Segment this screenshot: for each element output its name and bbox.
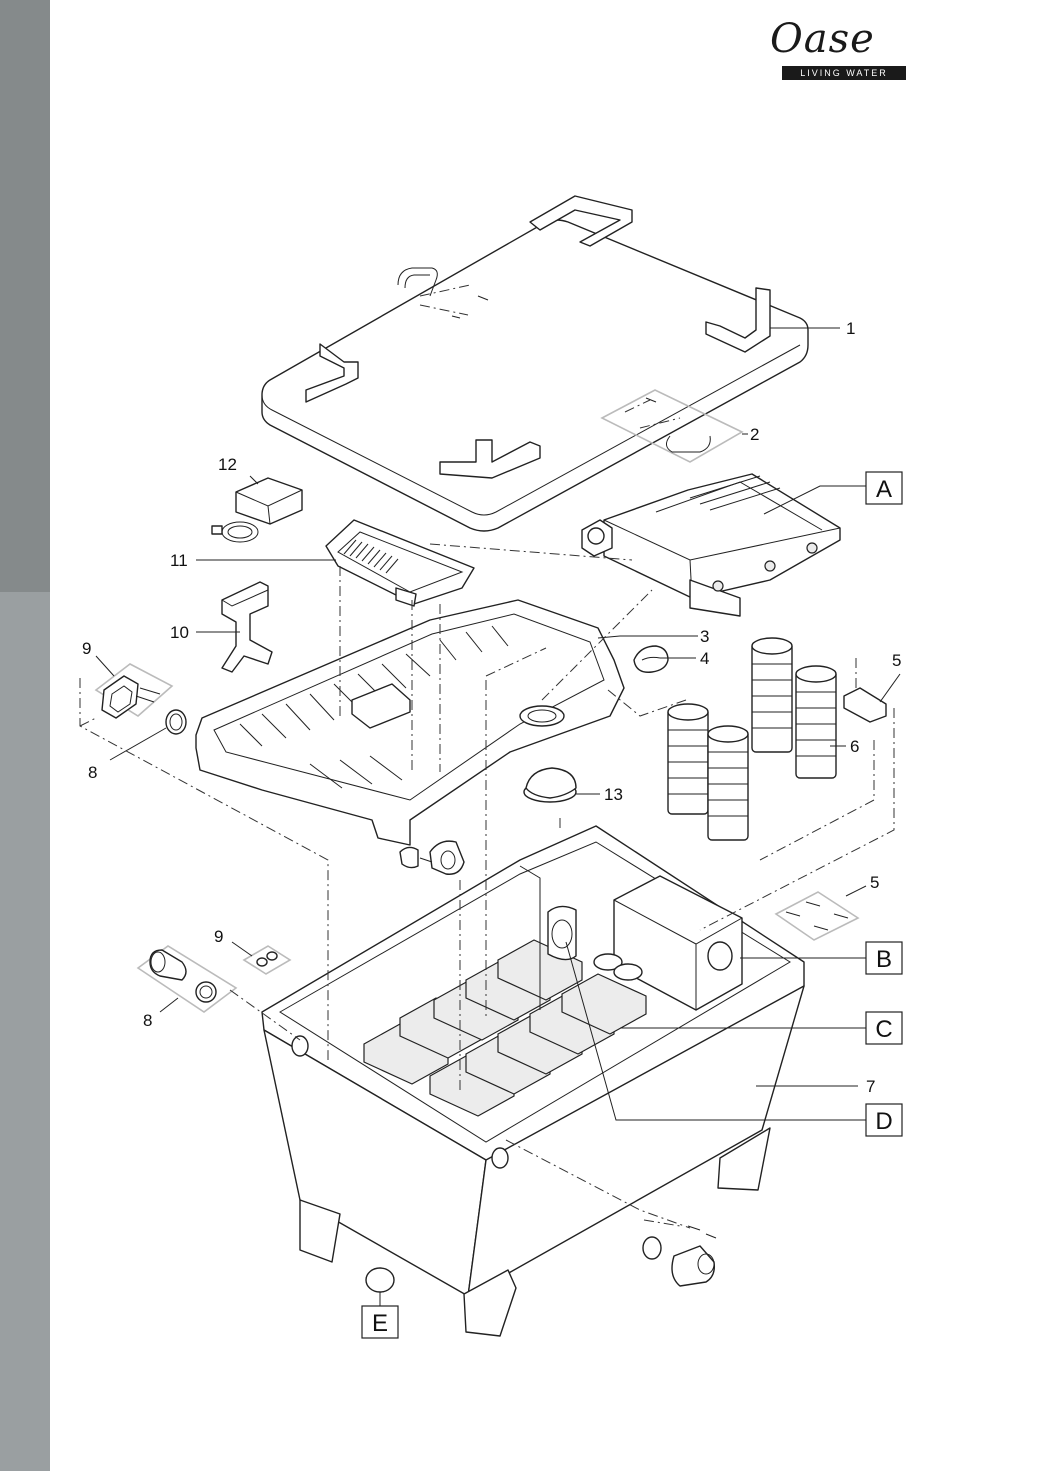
label-b: B — [876, 946, 892, 973]
label-box-e — [361, 1305, 399, 1339]
part-number-10: 10 — [170, 623, 189, 642]
part-number-5-upper: 5 — [892, 651, 901, 670]
mount-group-upper — [94, 655, 174, 719]
unit-a-part — [581, 473, 866, 617]
label-box-a — [865, 471, 903, 505]
label-box-c — [865, 1011, 903, 1045]
part-number-1: 1 — [846, 319, 855, 338]
part-number-3: 3 — [700, 627, 709, 646]
part-number-12: 12 — [218, 455, 237, 474]
filter-cartridges-part — [667, 637, 846, 841]
mount-group-lower — [231, 941, 292, 975]
label-a: A — [876, 476, 892, 503]
part-number-8-lower: 8 — [143, 1011, 152, 1030]
lid-part — [261, 195, 840, 532]
part-number-5-lower: 5 — [870, 873, 879, 892]
clip-part-upper — [843, 673, 901, 723]
unit-a-grating — [689, 475, 781, 511]
part-number-4: 4 — [700, 649, 709, 668]
assembly-lines — [79, 543, 895, 1229]
logo-word: Oase — [770, 16, 875, 62]
part-number-11: 11 — [170, 551, 188, 570]
label-box-d — [865, 1103, 903, 1137]
housing-media-blocks — [363, 939, 647, 1117]
label-d: D — [875, 1108, 892, 1135]
oase-logo: Oase LIVING WATER — [770, 16, 910, 84]
pump-part — [211, 475, 303, 543]
cartridge-3 — [751, 637, 793, 753]
filter-tray-part — [195, 599, 698, 846]
cartridge-4 — [795, 665, 837, 779]
side-tab-upper — [0, 0, 50, 592]
front-mount-part — [399, 840, 465, 875]
screws-group-lower — [774, 885, 867, 941]
handle-group-part — [600, 389, 748, 463]
knob-part — [633, 645, 696, 673]
housing-part — [261, 825, 866, 1337]
logo-tagline: LIVING WATER — [782, 66, 906, 80]
part-number-2: 2 — [750, 425, 759, 444]
cap-part — [523, 767, 600, 803]
boxed-labels: A B C D E — [361, 471, 903, 1339]
side-tab-lower — [0, 592, 50, 1471]
bracket-part — [196, 581, 273, 673]
part-number-8-upper: 8 — [88, 763, 97, 782]
cartridge-1 — [667, 703, 709, 815]
part-labels: 1 2 3 4 5 6 5 7 8 8 9 9 10 11 12 13 — [82, 319, 901, 1096]
part-number-7: 7 — [866, 1077, 875, 1096]
ring-part-upper — [109, 709, 187, 761]
outlet-fitting-part — [642, 1225, 717, 1287]
label-box-b — [865, 941, 903, 975]
part-number-6: 6 — [850, 737, 859, 756]
cartridge-2 — [707, 725, 749, 841]
basket-part — [196, 519, 475, 607]
label-c: C — [875, 1016, 892, 1043]
basket-mesh — [343, 539, 399, 574]
part-number-13: 13 — [604, 785, 623, 804]
part-number-9-upper: 9 — [82, 639, 91, 658]
fitting-group-lower — [136, 945, 238, 1013]
label-e: E — [372, 1310, 388, 1337]
part-number-9-lower: 9 — [214, 927, 223, 946]
